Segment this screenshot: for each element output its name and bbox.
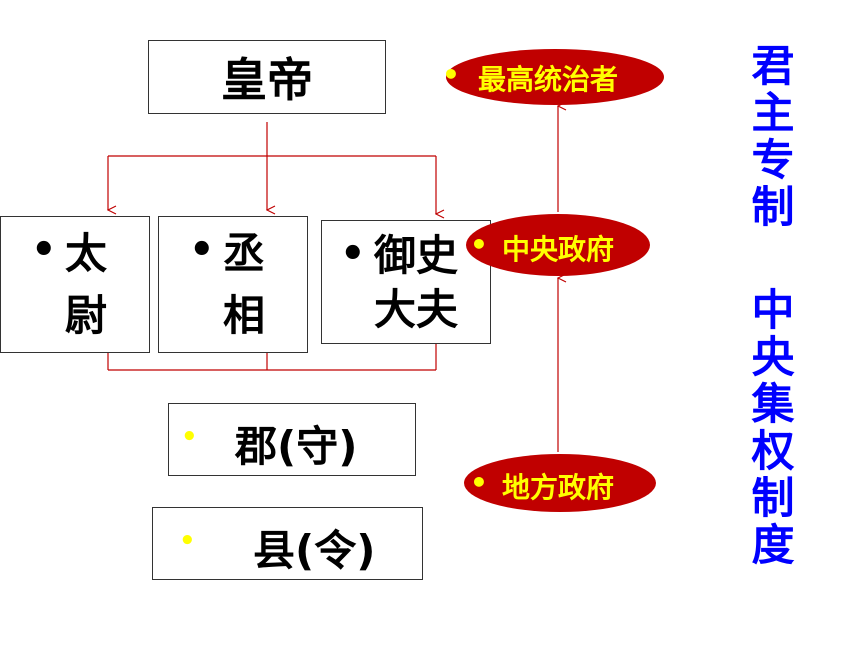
vertical-title-char: 制 — [751, 474, 795, 524]
yushi-line2: 大夫 — [374, 285, 459, 334]
minister-box-yushi-dafu: • 御史 大夫 — [321, 220, 491, 344]
ellipse-supreme-ruler — [446, 49, 664, 105]
ellipse-central-government — [466, 214, 650, 276]
vertical-title-centralization: 中 央 集 权 制 度 — [748, 288, 798, 570]
central-government-label: 中央政府 — [502, 233, 615, 266]
chengxiang-line1: 丞 — [223, 229, 266, 278]
taiwei-bullet: • — [31, 227, 57, 273]
minister-box-taiwei: • 太 尉 — [0, 216, 150, 353]
vertical-title-char: 央 — [751, 333, 795, 383]
emperor-box: 皇帝 — [148, 40, 386, 114]
vertical-title-char: 中 — [751, 286, 795, 336]
commandery-bullet: • — [181, 422, 198, 452]
local-government-label: 地方政府 — [502, 471, 615, 504]
county-label: 县(令) — [253, 526, 376, 575]
vertical-title-char: 集 — [751, 380, 795, 430]
vertical-title-char: 君 — [751, 42, 795, 92]
yushi-bullet: • — [340, 231, 366, 277]
central-government-bullet: • — [470, 228, 488, 261]
taiwei-line1: 太 — [65, 229, 108, 278]
supreme-ruler-label: 最高统治者 — [478, 63, 619, 96]
vertical-title-char: 权 — [751, 427, 795, 477]
supreme-ruler-bullet: • — [442, 58, 460, 91]
taiwei-line2: 尉 — [65, 291, 108, 340]
county-bullet: • — [179, 526, 196, 556]
chengxiang-bullet: • — [189, 227, 215, 273]
emperor-label: 皇帝 — [221, 53, 313, 107]
yushi-line1: 御史 — [374, 231, 459, 280]
chengxiang-line2: 相 — [223, 291, 266, 340]
commandery-box: • 郡(守) — [168, 403, 416, 476]
vertical-title-char: 主 — [751, 89, 795, 139]
county-box: • 县(令) — [152, 507, 423, 580]
vertical-title-char: 专 — [751, 136, 795, 186]
vertical-title-char: 度 — [751, 521, 795, 571]
minister-box-chengxiang: • 丞 相 — [158, 216, 308, 353]
ellipse-local-government — [464, 454, 656, 512]
local-government-bullet: • — [470, 466, 488, 499]
commandery-label: 郡(守) — [235, 422, 358, 471]
vertical-title-autocracy: 君 主 专 制 — [748, 44, 798, 232]
vertical-title-char: 制 — [751, 183, 795, 233]
